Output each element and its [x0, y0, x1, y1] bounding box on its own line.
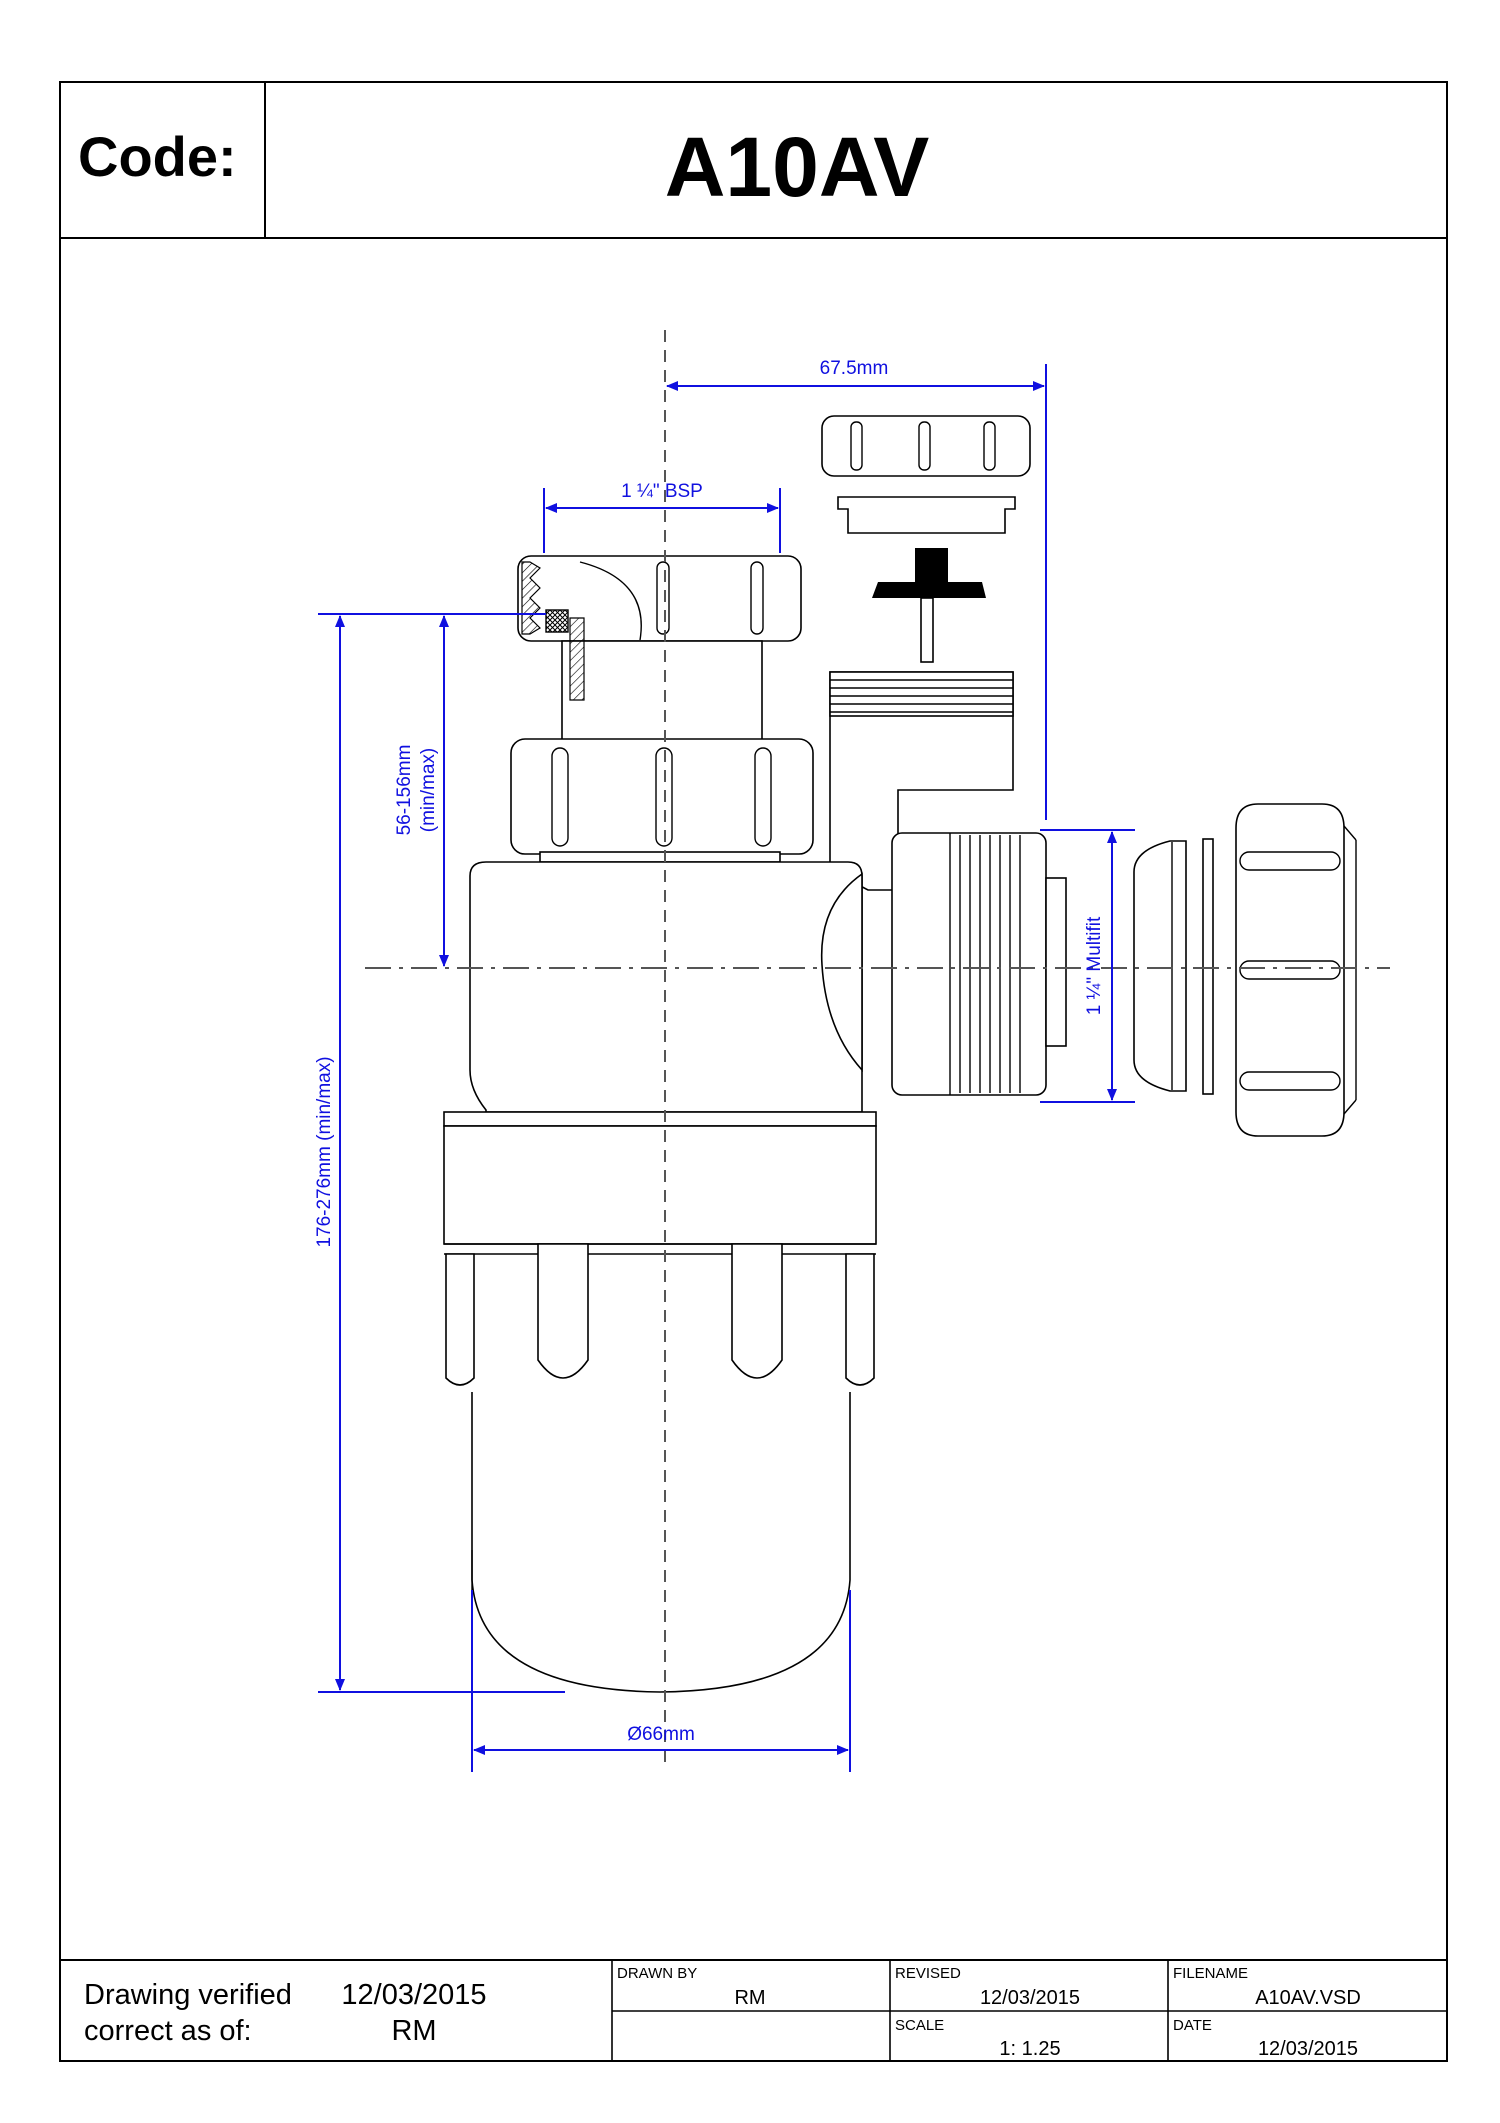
- label-top-offset: 67.5mm: [820, 358, 889, 379]
- revised-value: 12/03/2015: [980, 1987, 1080, 2009]
- access-cap-nut: [821, 415, 1031, 477]
- filename-label: FILENAME: [1173, 1965, 1248, 1982]
- valve-housing: [829, 671, 1014, 891]
- label-inlet-height-1: 56-156mm: [394, 745, 415, 836]
- outlet-washer: [1202, 838, 1214, 1095]
- label-overall-height: 176-276mm (min/max): [314, 1056, 335, 1247]
- bottle-trap-drawing: [443, 415, 1357, 1693]
- label-inlet-height-2: (min/max): [418, 748, 439, 832]
- drawing-frame: [59, 81, 1448, 2062]
- code-label: Code:: [78, 125, 237, 188]
- inlet-tailpiece: [561, 617, 763, 742]
- label-diameter: Ø66mm: [627, 1724, 695, 1745]
- mid-nut: [510, 738, 814, 863]
- verified-line-1: Drawing verified: [84, 1979, 292, 2011]
- filename-value: A10AV.VSD: [1255, 1987, 1361, 2009]
- dimension-inlet-height: 56-156mm (min/max): [318, 613, 546, 967]
- dimension-diameter: Ø66mm: [471, 1590, 851, 1772]
- centrelines: [365, 330, 1390, 1770]
- access-washer: [837, 496, 1016, 534]
- scale-value: 1: 1.25: [999, 2038, 1060, 2060]
- outlet-spigot: [891, 832, 1067, 1096]
- outlet-seal: [1133, 840, 1187, 1092]
- verified-line-2: correct as of:: [84, 2015, 252, 2047]
- dimension-outlet: 1 ¼" Multifit: [1040, 829, 1135, 1103]
- title-block: [60, 1959, 1447, 2061]
- dimension-inlet-thread: 1 ¼" BSP: [543, 481, 781, 553]
- verified-date: 12/03/2015: [341, 1979, 486, 2011]
- code-value: A10AV: [665, 120, 930, 214]
- bottle-nut: [443, 1125, 877, 1386]
- verified-by: RM: [391, 2015, 436, 2047]
- label-inlet-thread: 1 ¼" BSP: [621, 481, 703, 502]
- drawn-by-label: DRAWN BY: [617, 1965, 697, 1982]
- bottle-body-upper: [443, 861, 877, 1127]
- revised-label: REVISED: [895, 1965, 961, 1982]
- outlet-nut: [1235, 803, 1357, 1137]
- scale-label: SCALE: [895, 2017, 944, 2034]
- inlet-nut: [517, 555, 802, 642]
- anti-vac-valve: [872, 548, 986, 663]
- bottle-bowl: [471, 1392, 851, 1693]
- label-outlet: 1 ¼" Multifit: [1084, 916, 1105, 1015]
- dimension-top-offset: 67.5mm: [666, 358, 1047, 820]
- drawn-by-value: RM: [734, 1987, 765, 2009]
- date-value: 12/03/2015: [1258, 2038, 1358, 2060]
- date-label: DATE: [1173, 2017, 1212, 2034]
- dimension-overall-height: 176-276mm (min/max): [314, 615, 565, 1693]
